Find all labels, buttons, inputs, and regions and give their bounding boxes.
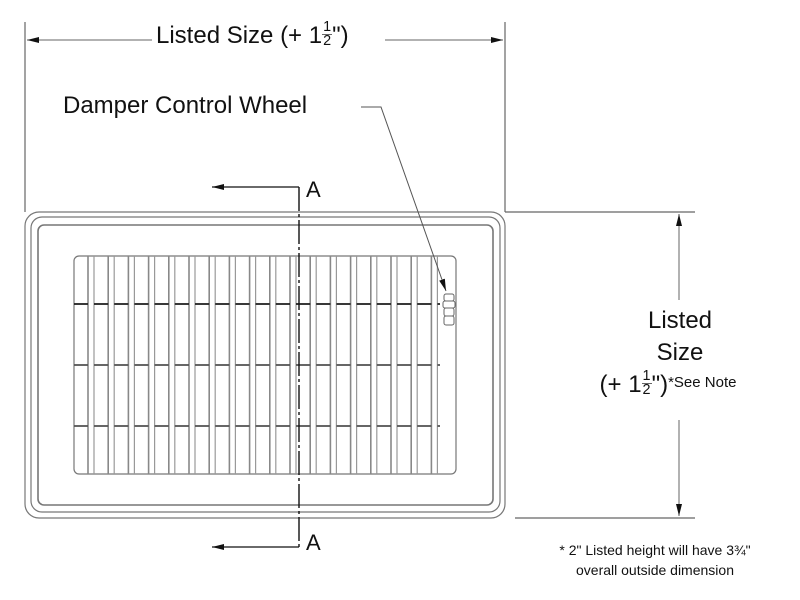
damper-callout-label: Damper Control Wheel <box>63 92 308 119</box>
damper-leader <box>361 106 447 292</box>
damper-wheel-segment <box>443 315 455 326</box>
damper-wheel-segment <box>442 300 456 309</box>
side-dimension <box>505 211 695 519</box>
damper-wheel-segment <box>443 307 455 317</box>
side-dimension-prefix: (+ 1 <box>599 371 642 398</box>
grille-frame <box>24 211 506 519</box>
see-note-reference: *See Note <box>668 374 737 391</box>
damper-control-wheel <box>442 293 456 326</box>
frame-outer <box>24 211 506 519</box>
fraction-denominator: 2 <box>323 33 332 49</box>
footnote: * 2" Listed height will have 3¾" overall… <box>530 540 780 580</box>
section-marker-bottom: A <box>306 530 321 555</box>
side-dimension-suffix: ") <box>651 371 669 398</box>
side-dimension-line2: Size <box>656 339 704 366</box>
top-dimension-text: Listed Size (+ 1 <box>156 22 323 49</box>
top-dimension-suffix: ") <box>332 22 349 49</box>
footnote-line2: overall outside dimension <box>576 562 734 578</box>
section-marker-top: A <box>306 177 321 202</box>
damper-leader-line <box>361 106 447 292</box>
grille-face <box>73 255 457 475</box>
frame-inner <box>37 224 494 506</box>
frame-middle <box>30 216 501 513</box>
fraction-denominator: 2 <box>642 382 651 398</box>
side-dimension-line1: Listed <box>647 307 713 334</box>
footnote-line1: * 2" Listed height will have 3¾" <box>559 542 751 558</box>
fraction-numerator: 1 <box>641 368 652 385</box>
section-line-a <box>212 184 300 550</box>
top-dimension <box>24 22 506 212</box>
damper-wheel-segment <box>443 293 455 302</box>
fraction-numerator: 1 <box>322 19 333 36</box>
